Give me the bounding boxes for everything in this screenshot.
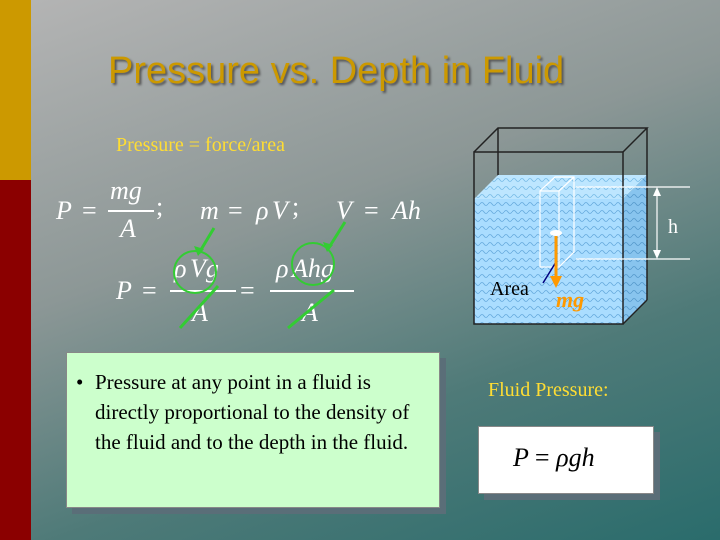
accent-bar-gold	[0, 0, 31, 180]
h-arrow-down	[653, 250, 661, 259]
bullet-marker: •	[76, 370, 84, 394]
slide-title: Pressure vs. Depth in Fluid	[108, 50, 565, 92]
bullet-box: • Pressure at any point in a fluid is di…	[66, 352, 440, 508]
eq1-semicolon-2: ;	[292, 192, 300, 221]
eq1-m: m	[200, 196, 219, 225]
eq2-equals-2: =	[240, 276, 255, 305]
formula-box: P = ρgh	[478, 426, 654, 494]
h-label: h	[668, 216, 678, 238]
column-top-edge	[558, 176, 575, 192]
eq1-ah: Ah	[392, 196, 421, 225]
eq1-fraction-bar	[108, 210, 154, 212]
cancel-arrow-1-head	[194, 246, 204, 256]
subtitle: Pressure = force/area	[116, 134, 285, 156]
area-label: Area	[490, 278, 529, 300]
cancel-arrow-2-head	[323, 242, 333, 252]
water-side	[623, 175, 647, 324]
cancel-circle-v	[173, 250, 217, 294]
eq2-num1-rest: Vg	[190, 254, 219, 283]
eq2-num2-rho: ρ	[276, 254, 289, 283]
formula-equals: =	[534, 443, 550, 472]
column-front	[539, 190, 560, 268]
bullet-text: Pressure at any point in a fluid is dire…	[95, 370, 410, 454]
fluid-pressure-label: Fluid Pressure:	[488, 379, 609, 401]
eq2-equals: =	[142, 276, 157, 305]
eq2-den1: A	[192, 298, 208, 327]
eq1-v2: V	[336, 196, 352, 225]
container-top-edges	[473, 127, 649, 153]
formula-p: P	[513, 443, 529, 472]
formula-gh: gh	[568, 443, 595, 472]
eq1-equals-2: =	[228, 196, 243, 225]
eq2-fraction-bar-2	[270, 290, 354, 292]
water-front	[474, 199, 623, 324]
mg-label: mg	[556, 287, 585, 312]
eq1-p: P	[56, 196, 72, 225]
accent-bar-red	[0, 180, 31, 540]
eq2-num2-rest: Ahg	[292, 254, 334, 283]
eq1-numerator: mg	[110, 176, 142, 205]
eq1-rho: ρ	[256, 196, 269, 225]
h-arrow-up	[653, 187, 661, 196]
eq1-v: V	[272, 196, 288, 225]
equation-row-1: P = mg A ; m = ρ V ; V = Ah	[52, 176, 452, 248]
mg-arrow-head	[550, 276, 562, 288]
eq1-equals: =	[82, 196, 97, 225]
area-pointer-line	[542, 261, 557, 284]
formula-rho: ρ	[556, 443, 569, 472]
eq1-denominator: A	[120, 214, 136, 243]
eq1-semicolon-1: ;	[156, 192, 164, 221]
cancel-circle-ah	[291, 242, 335, 286]
container-front	[473, 151, 624, 325]
cancel-strike-2	[287, 288, 335, 330]
area-patch	[550, 230, 562, 236]
eq1-equals-3: =	[364, 196, 379, 225]
container-bottom-right-edge	[622, 299, 648, 325]
cancel-strike-1	[178, 284, 220, 330]
water-top-surface	[474, 175, 647, 199]
eq2-p: P	[116, 276, 132, 305]
fluid-pressure-formula: P = ρgh	[513, 443, 595, 473]
